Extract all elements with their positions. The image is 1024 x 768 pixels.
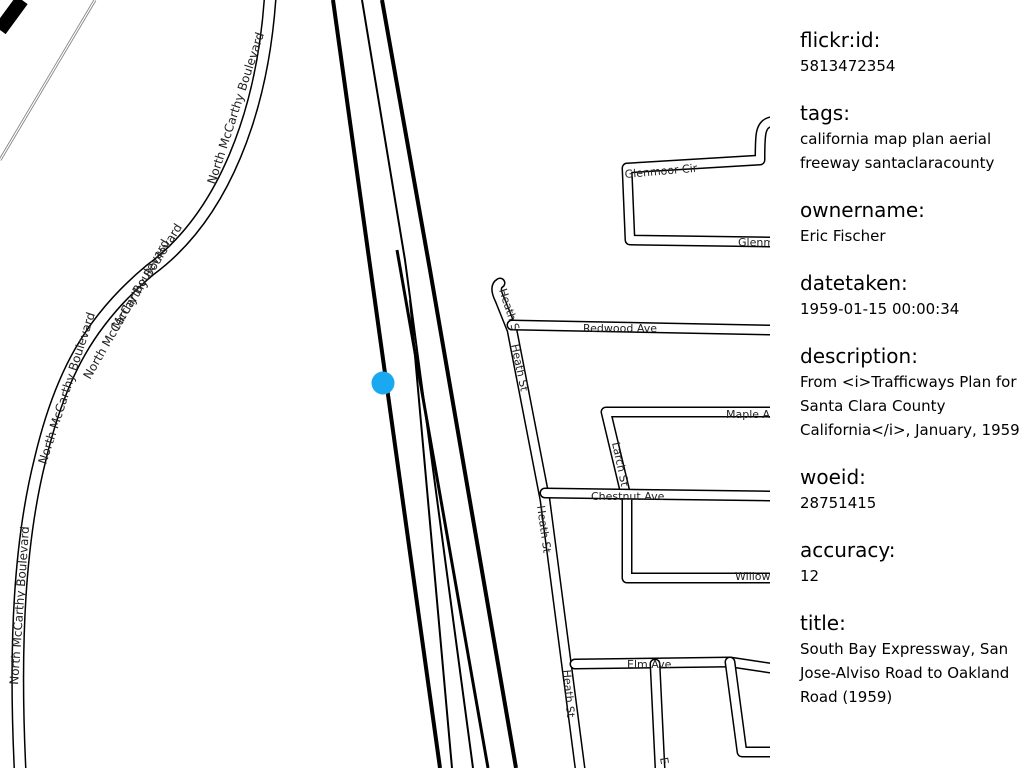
street-label-glenmoor-1: Glenmoor Cir — [624, 162, 698, 181]
elm-ave — [569, 656, 776, 768]
field-value: 12 — [800, 567, 820, 585]
field-ownername: ownername: Eric Fischer — [800, 196, 1024, 248]
field-key: ownername: — [800, 198, 925, 222]
street-label-larch: Larch St — [609, 441, 631, 488]
field-key: datetaken: — [800, 271, 908, 295]
field-woeid: woeid: 28751415 — [800, 463, 1024, 515]
field-flickr-id: flickr:id: 5813472354 — [800, 26, 1024, 78]
field-title: title: South Bay Expressway, San Jose-Al… — [800, 609, 1024, 709]
street-label-heath-2: Heath St — [508, 343, 531, 393]
mccarthy-boulevard — [11, 0, 277, 768]
metadata-panel: flickr:id: 5813472354 tags: california m… — [770, 26, 1024, 768]
field-key: title: — [800, 611, 846, 635]
street-label-chestnut: Chestnut Ave — [591, 490, 665, 503]
location-marker[interactable] — [371, 371, 395, 395]
field-key: woeid: — [800, 465, 866, 489]
field-key: description: — [800, 344, 918, 368]
street-label-east-stub: E — [657, 756, 671, 765]
field-accuracy: accuracy: 12 — [800, 536, 1024, 588]
street-label-heath-4: Heath St — [560, 669, 577, 718]
maple-larch-loop — [600, 406, 776, 584]
field-value: california map plan aerial freeway santa… — [800, 130, 995, 172]
field-value: 1959-01-15 00:00:34 — [800, 300, 960, 318]
street-label-glenmoor-2: Glenm — [738, 236, 774, 249]
street-label-redwood: Redwood Ave — [583, 322, 657, 335]
field-value: 5813472354 — [800, 57, 896, 75]
street-label-willow: Willow — [735, 570, 771, 583]
field-key: accuracy: — [800, 538, 896, 562]
street-label-maple: Maple A — [726, 408, 771, 421]
street-label-blvd-3: McCarthy Boulevard — [109, 221, 185, 331]
field-description: description: From <i>Trafficways Plan fo… — [800, 342, 1024, 442]
chestnut-ave — [539, 487, 776, 502]
redwood-ave — [506, 319, 776, 336]
field-value: From <i>Trafficways Plan for Santa Clara… — [800, 373, 1020, 439]
field-value: 28751415 — [800, 494, 877, 512]
street-label-elm: Elm Ave — [627, 658, 672, 671]
field-datetaken: datetaken: 1959-01-15 00:00:34 — [800, 269, 1024, 321]
field-value: South Bay Expressway, San Jose-Alviso Ro… — [800, 640, 1010, 706]
field-value: Eric Fischer — [800, 227, 886, 245]
field-key: flickr:id: — [800, 28, 881, 52]
field-key: tags: — [800, 101, 850, 125]
street-label-blvd-4: North McCarthy Boulevard — [36, 310, 98, 465]
field-tags: tags: california map plan aerial freeway… — [800, 99, 1024, 175]
corner-road — [0, 0, 28, 35]
glenmoor-cir — [621, 116, 776, 248]
freeway — [331, 0, 518, 768]
street-label-blvd-5: North McCarthy Boulevard — [7, 526, 32, 686]
